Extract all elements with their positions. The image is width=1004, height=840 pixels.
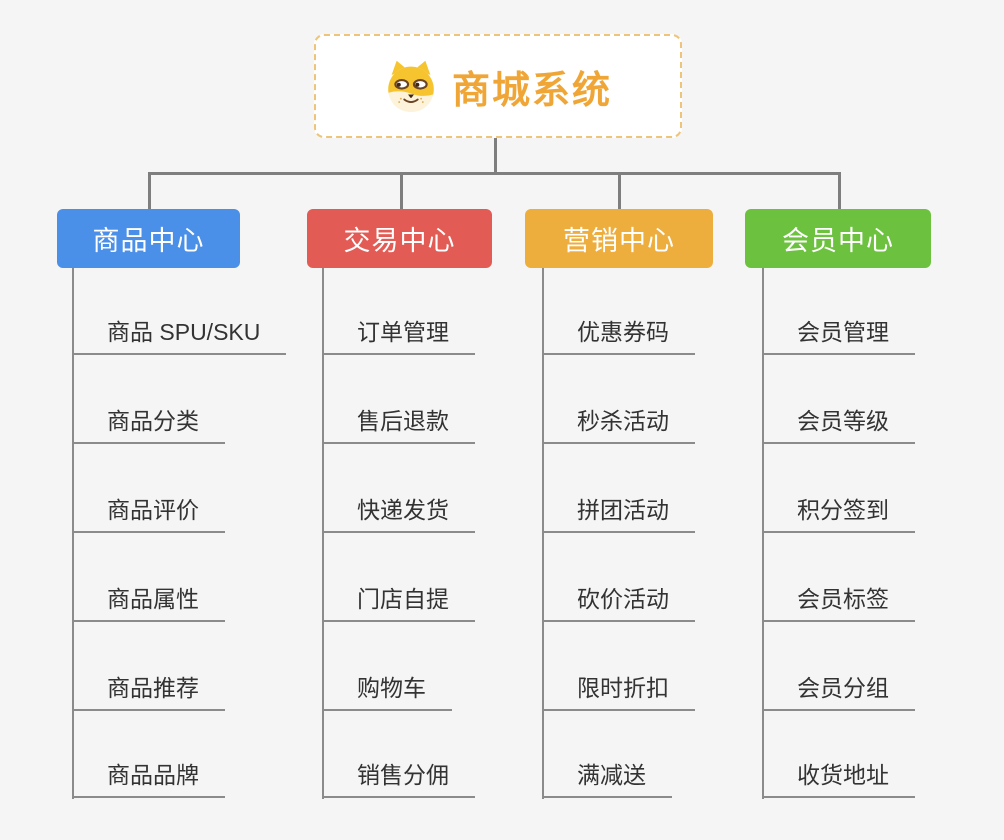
leaf-node[interactable]: 会员管理	[762, 311, 915, 355]
leaf-node[interactable]: 销售分佣	[322, 754, 475, 798]
branch-header-trade-center[interactable]: 交易中心	[307, 209, 492, 268]
leaf-node[interactable]: 会员分组	[762, 667, 915, 711]
connector-drop-trade	[400, 172, 403, 210]
leaf-node[interactable]: 商品属性	[72, 578, 225, 622]
leaf-node[interactable]: 拼团活动	[542, 489, 695, 533]
root-title: 商城系统	[451, 69, 612, 112]
root-node[interactable]: 商城系统	[314, 34, 682, 138]
leaf-node[interactable]: 满减送	[542, 754, 672, 798]
leaf-node[interactable]: 商品评价	[72, 489, 225, 533]
leaf-node[interactable]: 购物车	[322, 667, 452, 711]
branch-line-marketing-center	[542, 268, 544, 799]
leaf-node[interactable]: 限时折扣	[542, 667, 695, 711]
connector-root-stub	[494, 138, 497, 174]
branch-line-product-center	[72, 268, 74, 799]
leaf-node[interactable]: 快递发货	[322, 489, 475, 533]
connector-drop-marketing	[618, 172, 621, 210]
leaf-node[interactable]: 订单管理	[322, 311, 475, 355]
leaf-node[interactable]: 商品品牌	[72, 754, 225, 798]
branch-header-member-center[interactable]: 会员中心	[745, 209, 931, 268]
leaf-node[interactable]: 会员标签	[762, 578, 915, 622]
connector-drop-product	[148, 172, 151, 210]
leaf-node[interactable]: 秒杀活动	[542, 400, 695, 444]
leaf-node[interactable]: 砍价活动	[542, 578, 695, 622]
branch-line-member-center	[762, 268, 764, 799]
connector-rail	[148, 172, 840, 175]
leaf-node[interactable]: 商品分类	[72, 400, 225, 444]
doge-icon	[388, 60, 434, 113]
branch-header-marketing-center[interactable]: 营销中心	[525, 209, 713, 268]
leaf-node[interactable]: 商品推荐	[72, 667, 225, 711]
leaf-node[interactable]: 商品 SPU/SKU	[72, 311, 287, 355]
leaf-node[interactable]: 售后退款	[322, 400, 475, 444]
leaf-node[interactable]: 会员等级	[762, 400, 915, 444]
leaf-node[interactable]: 积分签到	[762, 489, 915, 533]
leaf-node[interactable]: 优惠券码	[542, 311, 695, 355]
connector-drop-member	[838, 172, 841, 210]
leaf-node[interactable]: 门店自提	[322, 578, 475, 622]
branch-header-product-center[interactable]: 商品中心	[57, 209, 240, 268]
leaf-node[interactable]: 收货地址	[762, 754, 915, 798]
branch-line-trade-center	[322, 268, 324, 799]
